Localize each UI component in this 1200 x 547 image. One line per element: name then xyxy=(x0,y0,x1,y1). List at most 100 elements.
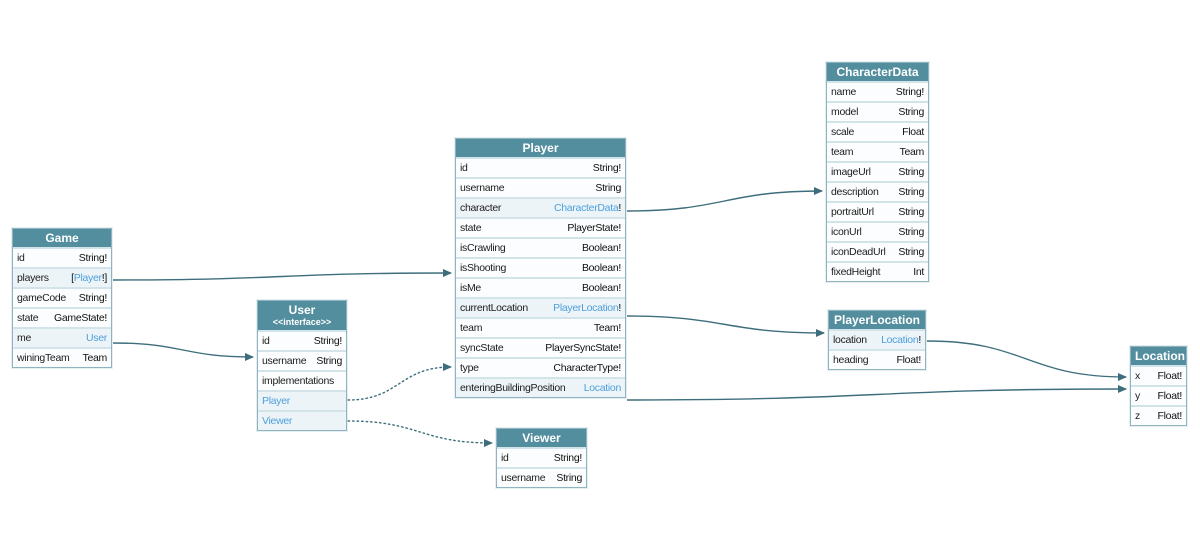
field-name: currentLocation xyxy=(460,302,528,315)
field-type: String! xyxy=(313,334,343,347)
field-name: z xyxy=(1135,410,1140,423)
field-row[interactable]: id String! xyxy=(456,157,625,178)
field-name: enteringBuildingPosition xyxy=(460,382,566,395)
field-type: Team! xyxy=(593,322,621,335)
field-type-link[interactable]: PlayerLocation xyxy=(553,302,619,315)
field-row[interactable]: me User xyxy=(13,327,111,348)
type-node-header[interactable]: Location xyxy=(1131,347,1186,366)
field-type-link[interactable]: Location xyxy=(881,334,919,347)
field-row[interactable]: Player xyxy=(258,389,346,410)
field-type: String! xyxy=(78,292,108,305)
field-type-link[interactable]: CharacterData xyxy=(553,202,619,215)
field-type-link[interactable]: Location xyxy=(583,382,622,395)
field-type: String! xyxy=(592,162,622,175)
field-type: String! xyxy=(895,86,925,99)
type-wrapper-close: !] xyxy=(101,272,108,285)
field-row[interactable]: Viewer xyxy=(258,409,346,430)
type-node-header[interactable]: CharacterData xyxy=(827,63,928,82)
field-name: me xyxy=(17,332,31,345)
implementation-type-link[interactable]: Viewer xyxy=(262,414,293,427)
field-name: isCrawling xyxy=(460,242,506,255)
field-type: String xyxy=(316,354,342,367)
field-type: Int xyxy=(913,266,924,279)
field-type: [Player!] xyxy=(71,272,107,284)
field-row[interactable]: username String xyxy=(456,177,625,198)
relation-arrow-user-implementation-to-viewer xyxy=(347,420,493,447)
field-name: heading xyxy=(833,354,869,367)
implementation-type-link[interactable]: Player xyxy=(262,394,290,407)
type-node-header[interactable]: Game xyxy=(13,229,111,248)
field-type: String! xyxy=(553,452,583,465)
field-type: CharacterType! xyxy=(553,362,621,375)
field-type: PlayerState! xyxy=(567,222,621,235)
field-name: type xyxy=(460,362,479,375)
field-row[interactable]: implementations xyxy=(258,369,346,390)
type-node-header[interactable]: User<<interface>> xyxy=(258,301,346,330)
type-node-stereotype: <<interface>> xyxy=(272,317,332,328)
field-type: User xyxy=(86,332,107,344)
field-type: Boolean! xyxy=(581,282,621,295)
field-row[interactable]: type CharacterType! xyxy=(456,357,625,378)
type-node-header[interactable]: PlayerLocation xyxy=(829,311,925,330)
type-node-title: Viewer xyxy=(522,431,561,445)
type-node-header[interactable]: Player xyxy=(456,139,625,158)
field-type-link[interactable]: Player xyxy=(73,272,102,285)
relation-arrow-game-me-to-user xyxy=(112,342,254,361)
field-type: PlayerSyncState! xyxy=(545,342,621,355)
field-name: username xyxy=(501,472,546,485)
field-name: scale xyxy=(831,126,855,139)
relation-arrow-player-character-to-characterdata xyxy=(626,187,823,212)
field-name: username xyxy=(460,182,505,195)
field-row[interactable]: enteringBuildingPosition Location xyxy=(456,377,625,398)
field-type: String xyxy=(556,472,582,485)
field-name: isShooting xyxy=(460,262,507,275)
field-name: players xyxy=(17,272,49,285)
field-row[interactable]: players [Player!] xyxy=(13,267,111,288)
field-row[interactable]: username String xyxy=(497,467,586,488)
type-node-title: User xyxy=(288,303,316,317)
field-type: String xyxy=(898,206,924,219)
type-node-title: Game xyxy=(45,231,79,245)
field-type-link[interactable]: User xyxy=(86,332,107,345)
type-node-header[interactable]: Viewer xyxy=(497,429,586,448)
field-name: id xyxy=(460,162,468,175)
field-type: String xyxy=(595,182,621,195)
